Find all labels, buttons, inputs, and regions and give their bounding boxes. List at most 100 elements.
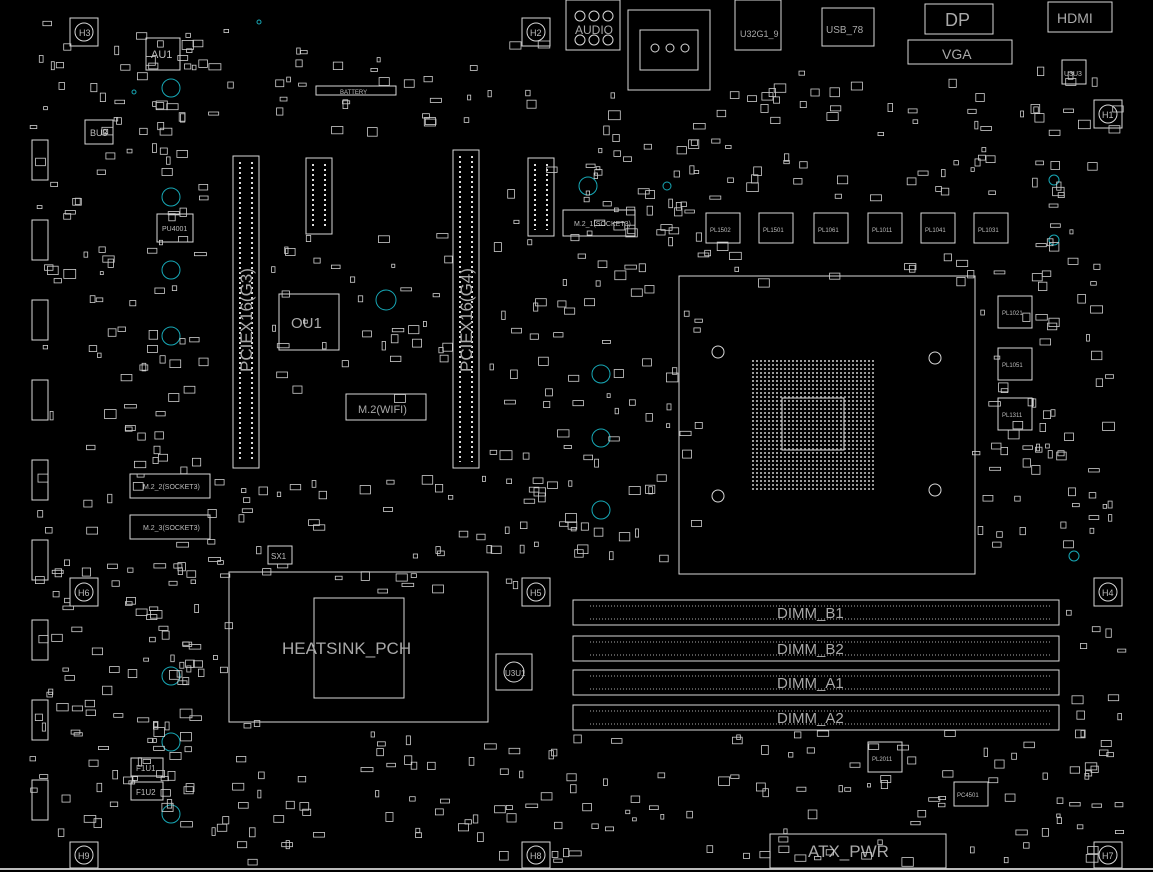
smd-part	[1085, 770, 1093, 777]
smd-part	[342, 100, 351, 105]
smd-part	[1069, 802, 1081, 807]
smd-part	[212, 655, 218, 661]
smd-part	[469, 65, 478, 71]
smd-part	[334, 575, 343, 581]
smd-part	[1020, 110, 1024, 118]
smd-part	[155, 411, 166, 417]
smd-part	[236, 756, 247, 763]
f1u2-label: F1U2	[136, 788, 156, 797]
smd-part	[624, 264, 637, 270]
smd-part	[184, 746, 192, 753]
smd-part	[988, 777, 999, 784]
smd-part	[585, 163, 596, 168]
smd-part	[153, 745, 165, 751]
smd-part	[1085, 854, 1099, 863]
smd-part	[967, 108, 977, 114]
smd-part	[39, 774, 49, 779]
smd-part	[189, 336, 200, 343]
smd-part	[704, 249, 712, 257]
smd-part	[668, 198, 673, 209]
smd-part	[168, 213, 176, 222]
smd-part	[644, 285, 655, 294]
smd-part	[942, 770, 954, 778]
smd-part	[666, 403, 672, 411]
smd-part	[989, 466, 1001, 471]
smd-part	[1050, 161, 1061, 170]
smd-part	[185, 659, 195, 668]
pin-header	[31, 459, 49, 501]
smd-part	[506, 813, 517, 823]
smd-part	[193, 252, 207, 257]
smd-part	[1091, 803, 1103, 808]
smd-part	[532, 477, 544, 484]
smd-part	[1114, 802, 1124, 808]
smd-part	[1043, 410, 1052, 419]
smd-part	[359, 485, 371, 495]
smd-part	[1067, 71, 1074, 80]
smd-part	[248, 827, 256, 838]
smd-part	[967, 270, 975, 279]
smd-part	[988, 401, 1001, 407]
pl1061-label: PL1061	[818, 228, 839, 234]
smd-part	[376, 748, 384, 757]
smd-part	[609, 551, 614, 561]
smd-part	[727, 177, 734, 183]
smd-part	[386, 479, 395, 485]
pl1311-label: PL1311	[1002, 413, 1023, 419]
smd-part	[422, 320, 427, 327]
smd-part	[302, 808, 312, 816]
smd-part	[52, 591, 60, 598]
smd-part	[208, 63, 222, 71]
smd-part	[362, 330, 372, 338]
smd-part	[72, 197, 82, 206]
smd-part	[139, 364, 149, 371]
smd-part	[844, 787, 852, 792]
smd-part	[695, 232, 702, 242]
smd-part	[682, 449, 692, 459]
smd-part	[1056, 817, 1062, 825]
smd-part	[34, 713, 43, 721]
smd-part	[436, 233, 449, 239]
smd-part	[154, 431, 164, 440]
h6-label: H6	[78, 588, 90, 598]
smd-part	[1080, 643, 1088, 649]
smd-part	[564, 307, 576, 315]
smd-part	[688, 139, 700, 149]
smd-part	[506, 478, 513, 484]
smd-part	[778, 845, 790, 853]
smd-part	[759, 851, 771, 859]
smd-part	[593, 172, 598, 179]
smd-part	[273, 815, 285, 823]
smd-part	[912, 119, 919, 124]
smd-part	[867, 783, 871, 788]
smd-part	[1091, 77, 1098, 87]
smd-part	[783, 828, 788, 835]
smd-part	[490, 545, 502, 554]
smd-part	[758, 278, 770, 288]
smd-part	[457, 823, 469, 832]
smd-part	[370, 68, 378, 72]
smd-part	[313, 832, 325, 838]
smd-part	[403, 79, 415, 88]
smd-part	[300, 50, 308, 55]
smd-part	[257, 789, 262, 799]
smd-part	[880, 775, 892, 783]
smd-part	[1011, 752, 1017, 760]
smd-part	[499, 851, 509, 861]
smd-part	[169, 752, 182, 760]
smd-part	[1078, 119, 1091, 130]
smd-part	[153, 445, 161, 455]
smd-part	[117, 326, 126, 332]
vrm-pl1051: PL1051	[997, 347, 1033, 381]
smd-part	[1022, 312, 1031, 322]
smd-part	[1100, 740, 1112, 747]
smd-part	[508, 747, 521, 755]
smd-part	[693, 169, 700, 174]
smd-part	[276, 491, 282, 498]
smd-part	[297, 776, 307, 783]
smd-part	[760, 104, 769, 113]
smd-part	[279, 96, 288, 102]
smd-part	[61, 794, 71, 803]
smd-part	[256, 546, 262, 555]
smd-part	[1090, 281, 1097, 286]
